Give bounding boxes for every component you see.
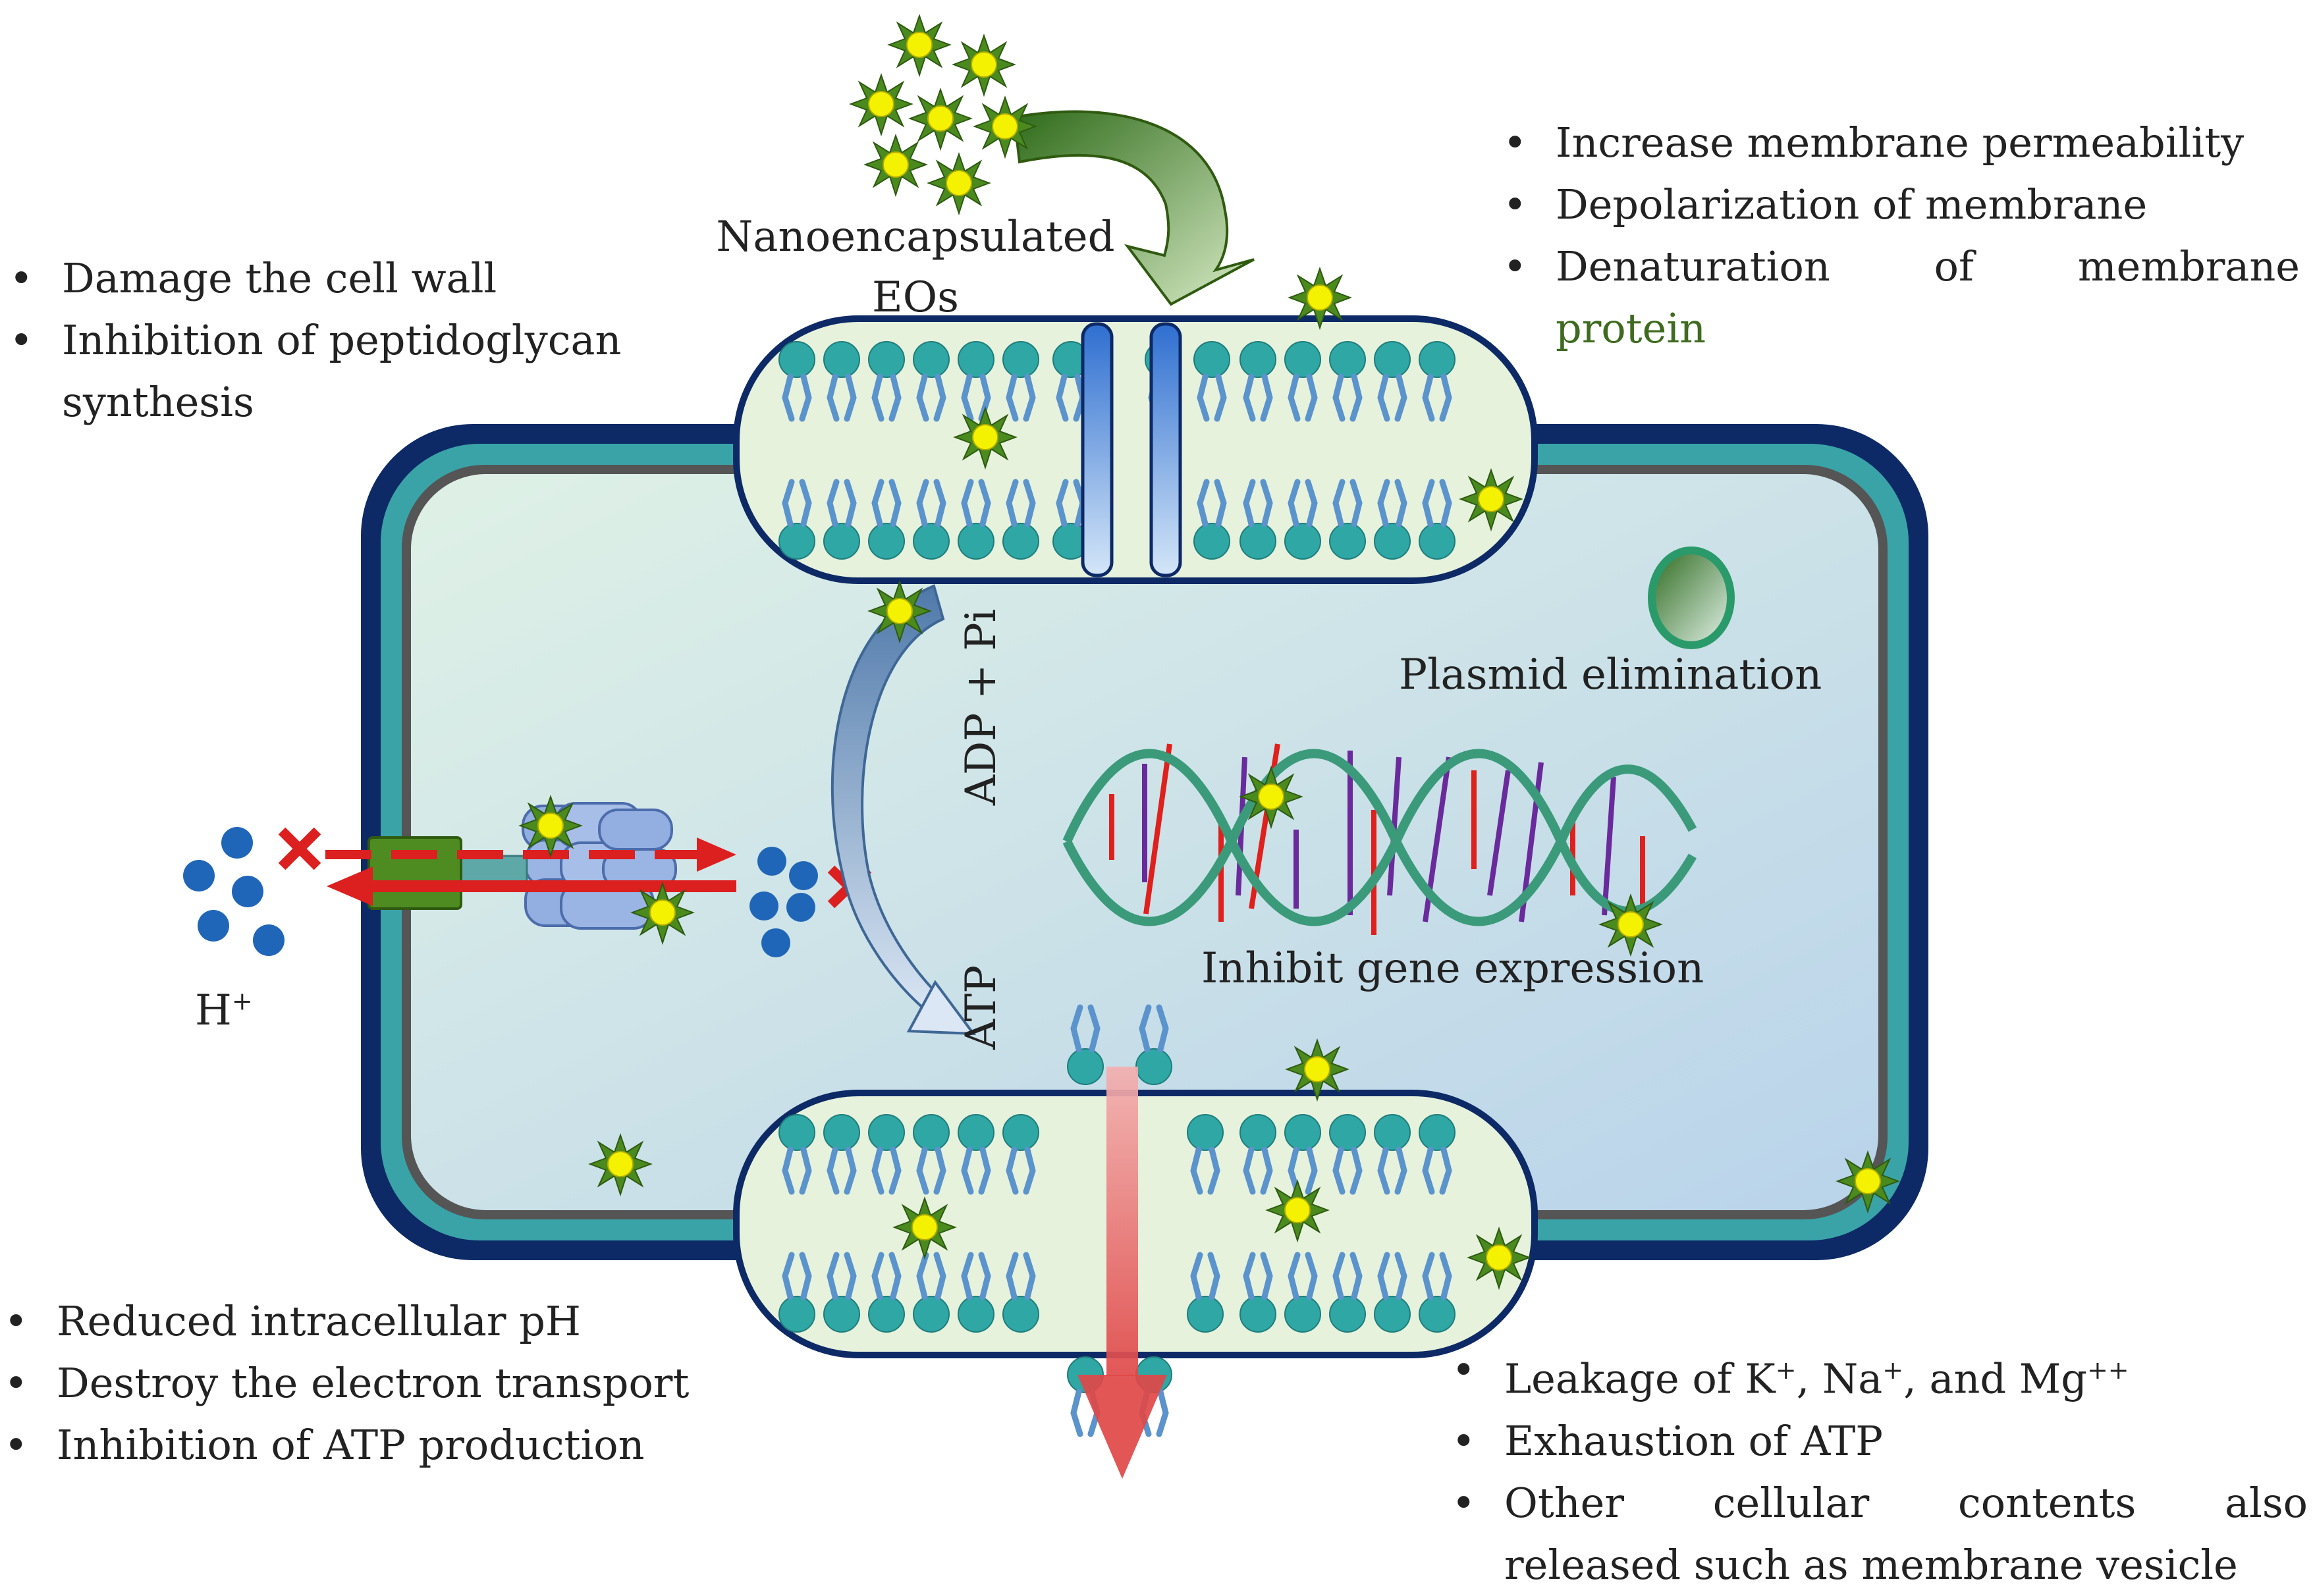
plasmid: [1648, 546, 1735, 649]
effect-ion-leakage: Leakage of K+, Na+, and Mg++: [1452, 1339, 2308, 1410]
plasmid-elimination-label: Plasmid elimination: [1399, 651, 1822, 699]
effect-reduced-ph: Reduced intracellular pH: [4, 1290, 794, 1352]
effect-denaturation: Denaturation of membrane: [1503, 236, 2300, 298]
top-membrane-bilayer: [733, 315, 1538, 584]
atp-conversion-arrow: [830, 584, 977, 1036]
effect-inhibit-peptidoglycan-cont: synthesis: [62, 378, 254, 426]
gene-expression-label: Inhibit gene expression: [1201, 944, 1704, 993]
proton-arrow-inward-dashed: [325, 838, 736, 872]
leakage-arrow: [1077, 1067, 1167, 1479]
effect-atp-exhaustion: Exhaustion of ATP: [1452, 1410, 2308, 1472]
proton-ions-inside: [749, 847, 818, 957]
bottom-left-effects-list: Reduced intracellular pH Destroy the ele…: [4, 1290, 794, 1476]
effect-denaturation-cont: protein: [1556, 304, 1706, 352]
top-right-effects-list: Increase membrane permeability Depolariz…: [1503, 112, 2300, 359]
membrane-channel-right: [1149, 322, 1182, 577]
bottom-membrane-bilayer: [733, 1007, 1538, 1479]
effect-damage-cell-wall: Damage the cell wall: [9, 248, 734, 309]
effect-contents-release: Other cellular contents also: [1452, 1472, 2308, 1534]
eo-nanoparticle-cluster: [850, 15, 1036, 214]
effect-electron-transport: Destroy the electron transport: [4, 1352, 794, 1414]
effect-contents-release-cont: released such as membrane vesicle: [1504, 1540, 2238, 1589]
proton-ions-outside: [183, 827, 285, 956]
atp-label: ATP: [957, 965, 1006, 1050]
dna-strand-2: [1062, 749, 1697, 926]
dna-helix: [1062, 743, 1697, 935]
bottom-right-effects-list: Leakage of K+, Na+, and Mg++ Exhaustion …: [1452, 1339, 2308, 1596]
membrane-channel-left: [1081, 322, 1114, 577]
effect-inhibit-peptidoglycan: Inhibition of peptidoglycan: [9, 309, 734, 371]
effect-atp-production: Inhibition of ATP production: [4, 1414, 794, 1476]
proton-channel: [367, 836, 462, 910]
h-plus-label: H+: [195, 986, 253, 1035]
block-x-icon: [278, 827, 321, 870]
eo-entry-arrow: [1012, 110, 1255, 306]
nanoencapsulated-eos-label: Nanoencapsulated EOs: [716, 213, 1115, 322]
proton-arrow-outward: [327, 866, 736, 906]
dna-strand-1: [1062, 749, 1697, 926]
effect-depolarization: Depolarization of membrane: [1503, 174, 2300, 236]
effect-membrane-permeability: Increase membrane permeability: [1503, 112, 2300, 174]
top-left-effects-list: Damage the cell wall Inhibition of pepti…: [9, 248, 734, 433]
adp-pi-label: ADP + Pi: [957, 608, 1006, 806]
